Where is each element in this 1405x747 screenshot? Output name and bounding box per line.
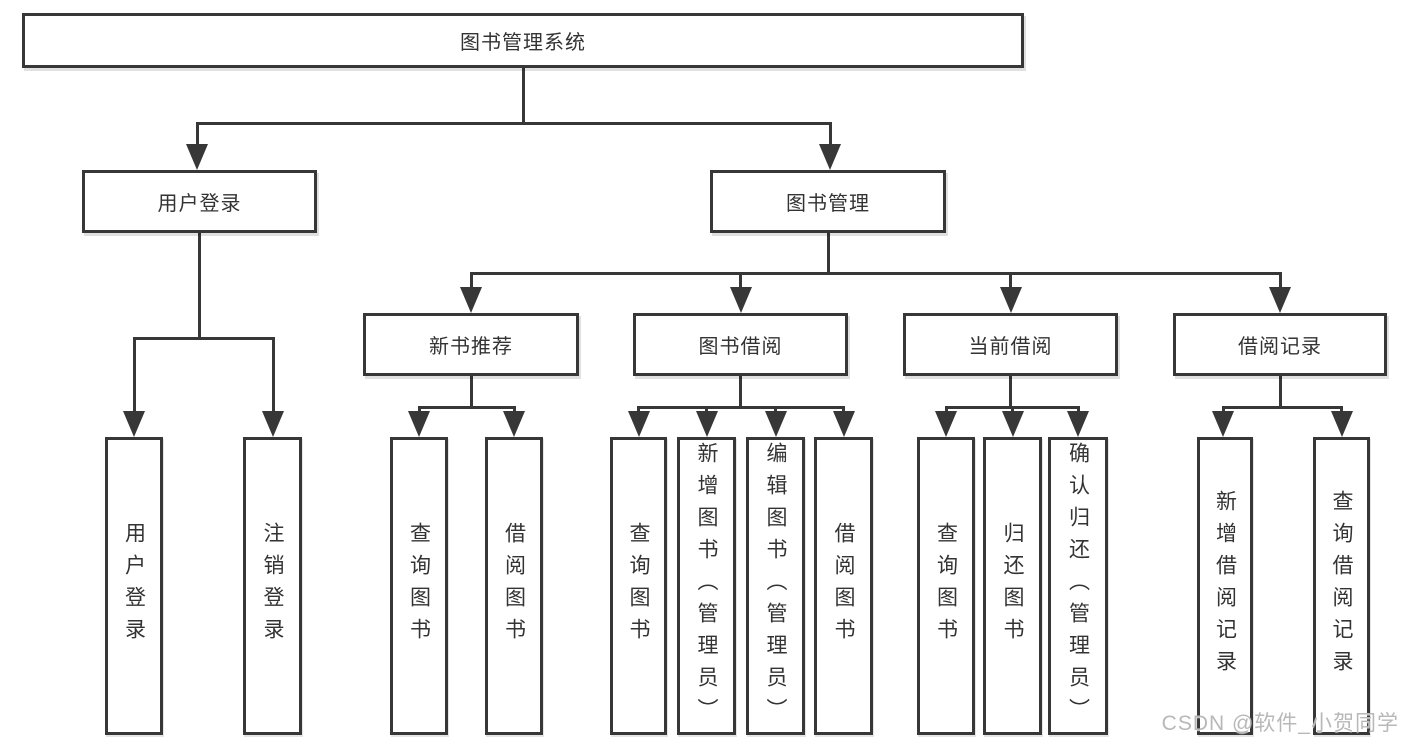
connector-line <box>417 406 516 409</box>
connector-line <box>1076 406 1080 414</box>
arrowhead-down-icon <box>1001 411 1024 437</box>
connector-line <box>1278 376 1282 406</box>
leaf-query-books-recommend: 查询图书 <box>390 437 448 735</box>
node-book-borrowing: 图书借阅 <box>633 313 848 376</box>
connector-line <box>271 337 275 415</box>
arrowhead-down-icon <box>729 287 752 313</box>
arrowhead-down-icon <box>695 411 718 437</box>
node-book-management: 图书管理 <box>710 170 946 233</box>
connector-line <box>195 122 199 148</box>
arrowhead-down-icon <box>123 411 145 437</box>
connector-line <box>828 122 832 148</box>
connector-line <box>842 406 845 414</box>
connector-line <box>132 337 275 340</box>
connector-line <box>469 376 473 406</box>
connector-line <box>417 406 421 414</box>
arrowhead-down-icon <box>627 411 650 437</box>
connector-line <box>944 406 948 414</box>
connector-line <box>739 376 742 406</box>
leaf-query-books-current: 查询图书 <box>917 437 975 735</box>
connector-line <box>739 272 742 289</box>
arrowhead-down-icon <box>186 144 208 170</box>
leaf-add-books-admin: 新增图书（管理员） <box>677 437 736 735</box>
arrowhead-down-icon <box>503 411 525 437</box>
connector-line <box>774 406 777 414</box>
connector-line <box>521 68 525 122</box>
connector-line <box>1278 272 1282 289</box>
node-user-login: 用户登录 <box>82 170 317 233</box>
node-borrowing-records: 借阅记录 <box>1173 313 1387 376</box>
connector-line <box>1340 406 1343 414</box>
arrowhead-down-icon <box>460 287 482 313</box>
leaf-logout: 注销登录 <box>243 437 302 735</box>
arrowhead-down-icon <box>408 411 430 437</box>
arrowhead-down-icon <box>262 411 284 437</box>
connector-line <box>637 406 845 409</box>
arrowhead-down-icon <box>1067 411 1089 437</box>
connector-line <box>132 337 136 415</box>
node-library-system: 图书管理系统 <box>22 13 1024 68</box>
connector-line <box>512 406 516 414</box>
leaf-edit-books-admin: 编辑图书（管理员） <box>746 437 805 735</box>
arrowhead-down-icon <box>999 287 1022 313</box>
watermark: CSDN @软件_小贺同学 <box>1161 712 1399 735</box>
arrowhead-down-icon <box>764 411 787 437</box>
connector-line <box>637 406 640 414</box>
leaf-borrow-books-recommend: 借阅图书 <box>485 437 543 735</box>
arrowhead-down-icon <box>1269 287 1291 313</box>
connector-line <box>469 272 1281 275</box>
arrowhead-down-icon <box>935 411 957 437</box>
leaf-borrow-books-borrowing: 借阅图书 <box>814 437 873 735</box>
arrowhead-down-icon <box>1330 411 1353 437</box>
leaf-add-borrow-record: 新增借阅记录 <box>1197 437 1253 735</box>
node-current-borrowing: 当前借阅 <box>903 313 1118 376</box>
connector-line <box>1009 272 1012 289</box>
connector-line <box>195 122 832 125</box>
leaf-query-books-borrowing: 查询图书 <box>610 437 667 735</box>
connector-line <box>1009 376 1012 406</box>
leaf-query-borrow-record: 查询借阅记录 <box>1313 437 1370 735</box>
leaf-confirm-return-admin: 确认归还（管理员） <box>1048 437 1108 735</box>
connector-line <box>1011 406 1014 414</box>
leaf-return-books: 归还图书 <box>983 437 1042 735</box>
connector-line <box>705 406 708 414</box>
leaf-user-login: 用户登录 <box>105 437 163 735</box>
arrowhead-down-icon <box>819 144 841 170</box>
connector-line <box>469 272 473 289</box>
connector-line <box>826 233 830 272</box>
arrowhead-down-icon <box>832 411 855 437</box>
connector-line <box>1221 406 1225 414</box>
connector-line <box>198 233 201 337</box>
arrowhead-down-icon <box>1212 411 1234 437</box>
node-new-book-recommend: 新书推荐 <box>363 313 579 376</box>
connector-line <box>1221 406 1343 409</box>
